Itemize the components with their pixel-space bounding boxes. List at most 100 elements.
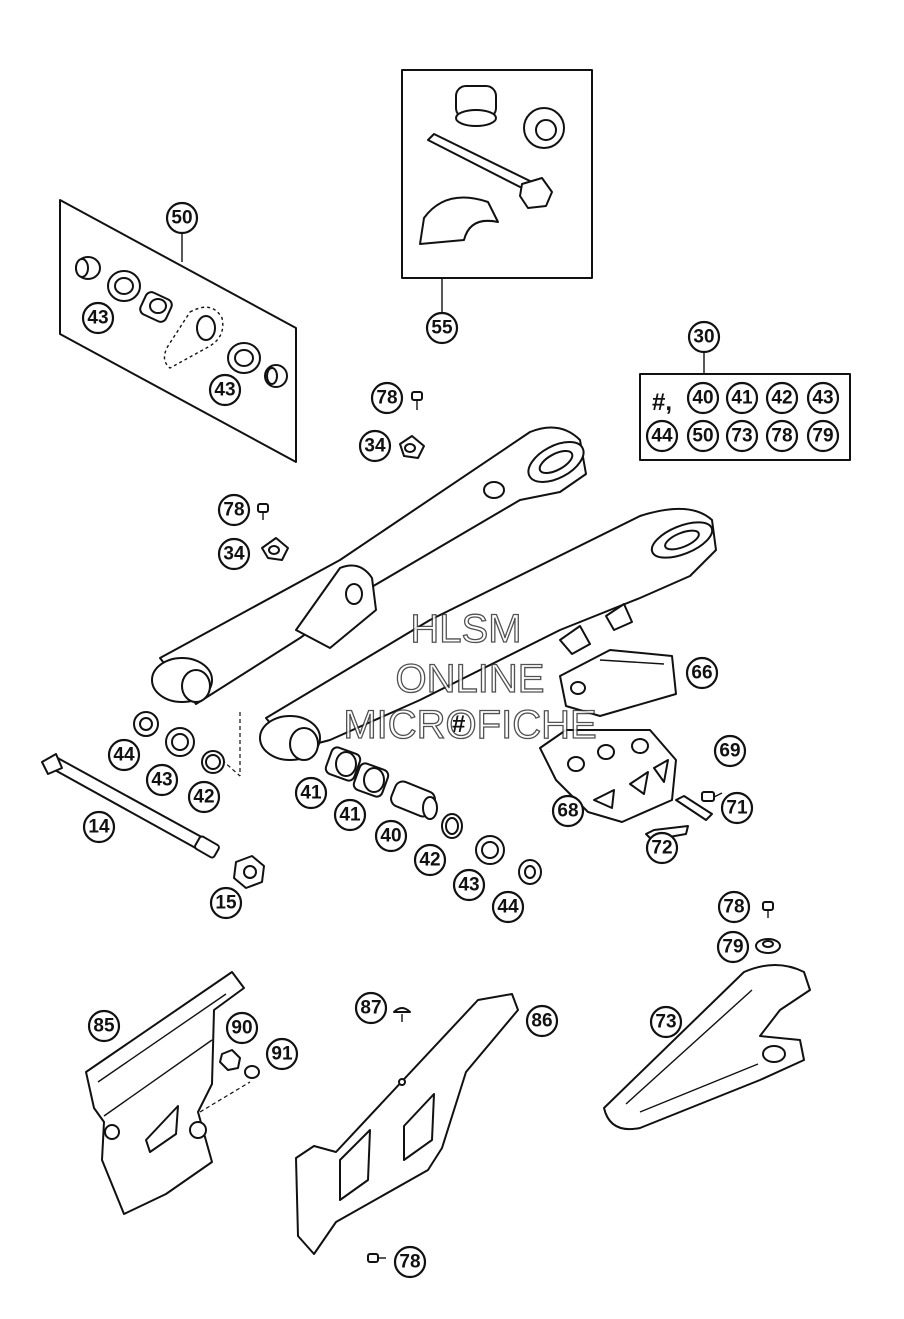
callout-44[interactable]: 44 <box>491 890 525 924</box>
svg-text:78: 78 <box>723 897 744 918</box>
callout-14[interactable]: 14 <box>82 810 116 844</box>
callout-43[interactable]: 43 <box>81 301 115 335</box>
svg-text:50: 50 <box>171 208 192 229</box>
svg-text:73: 73 <box>731 426 752 447</box>
svg-text:43: 43 <box>214 380 235 401</box>
kit-item-79[interactable]: 79 <box>806 419 840 453</box>
screw-69 <box>701 791 723 802</box>
pivot-bolt <box>427 133 553 209</box>
callout-41[interactable]: 41 <box>333 798 367 832</box>
svg-text:ONLINE: ONLINE <box>396 657 545 701</box>
guard-dashed-line <box>199 1081 251 1113</box>
pivot-bolt-kit-55-box <box>401 69 593 312</box>
callout-42[interactable]: 42 <box>187 780 221 814</box>
callout-78[interactable]: 78 <box>717 890 751 924</box>
svg-text:72: 72 <box>651 838 672 859</box>
seal-44 <box>518 859 542 885</box>
svg-text:43: 43 <box>151 770 172 791</box>
bushing-40 <box>390 780 438 820</box>
callout-73[interactable]: 73 <box>649 1005 683 1039</box>
bolt-71 <box>675 795 713 821</box>
callout-68[interactable]: 68 <box>551 794 585 828</box>
callout-43[interactable]: 43 <box>145 763 179 797</box>
washer-42 <box>441 813 463 839</box>
callout-78[interactable]: 78 <box>217 493 251 527</box>
svg-text:41: 41 <box>300 783 322 804</box>
callout-42[interactable]: 42 <box>413 843 447 877</box>
callout-79[interactable]: 79 <box>716 930 750 964</box>
callout-34[interactable]: 34 <box>358 429 392 463</box>
callout-86[interactable]: 86 <box>525 1004 559 1038</box>
callout-69[interactable]: 69 <box>713 734 747 768</box>
chain-slider-73 <box>603 964 811 1130</box>
callout-78[interactable]: 78 <box>370 381 404 415</box>
callout-71[interactable]: 71 <box>720 791 754 825</box>
svg-text:86: 86 <box>531 1011 552 1032</box>
swingarm-kit-30-box: #, 40 41 42 43 44 50 73 78 79 <box>639 352 851 461</box>
svg-text:78: 78 <box>376 388 397 409</box>
watermark: HLSM ONLINE MICROFICHE <box>343 606 598 747</box>
kit-item-44[interactable]: 44 <box>645 419 679 453</box>
clip-34 <box>399 435 425 459</box>
kit-item-50[interactable]: 50 <box>686 419 720 453</box>
seal-cap <box>523 107 565 149</box>
svg-text:69: 69 <box>719 741 740 762</box>
svg-text:42: 42 <box>771 388 792 409</box>
callout-78[interactable]: 78 <box>393 1245 427 1279</box>
callout-91[interactable]: 91 <box>265 1037 299 1071</box>
callout-15[interactable]: 15 <box>209 886 243 920</box>
svg-text:41: 41 <box>339 805 361 826</box>
callout-55[interactable]: 55 <box>425 311 459 345</box>
callout-30[interactable]: 30 <box>687 320 721 354</box>
svg-text:44: 44 <box>651 426 673 447</box>
swingarm-pivot-sketch <box>163 306 224 369</box>
callout-40[interactable]: 40 <box>374 819 408 853</box>
svg-text:50: 50 <box>692 426 713 447</box>
frame-guard-86 <box>295 993 519 1255</box>
svg-text:40: 40 <box>692 388 713 409</box>
kit-prefix-mark: #, <box>652 389 672 416</box>
callout-34[interactable]: 34 <box>217 537 251 571</box>
callout-44[interactable]: 44 <box>107 738 141 772</box>
svg-text:41: 41 <box>731 388 753 409</box>
bearing-ring <box>227 342 261 374</box>
svg-text:43: 43 <box>458 875 479 896</box>
seal-ring <box>264 364 288 388</box>
svg-text:55: 55 <box>431 318 453 339</box>
callout-90[interactable]: 90 <box>225 1011 259 1045</box>
washer-91 <box>244 1065 260 1079</box>
callout-41[interactable]: 41 <box>294 776 328 810</box>
spacer-bushing <box>455 85 497 127</box>
swingarm: # <box>151 426 717 761</box>
washer-42 <box>201 750 225 774</box>
svg-text:34: 34 <box>223 544 245 565</box>
screw-78 <box>762 901 774 918</box>
svg-text:43: 43 <box>812 388 833 409</box>
clip-34 <box>261 537 289 561</box>
kit-item-73[interactable]: 73 <box>725 419 759 453</box>
needle-bearing <box>139 291 173 323</box>
kit-item-40[interactable]: 40 <box>686 381 720 415</box>
bearing-43 <box>165 727 195 757</box>
svg-text:40: 40 <box>380 826 401 847</box>
needle-bearing-41 <box>352 762 390 798</box>
svg-text:85: 85 <box>93 1016 115 1037</box>
bearing-ring <box>107 270 141 302</box>
kit-item-78[interactable]: 78 <box>765 419 799 453</box>
svg-text:14: 14 <box>88 817 110 838</box>
callout-43[interactable]: 43 <box>208 373 242 407</box>
callout-87[interactable]: 87 <box>354 991 388 1025</box>
kit-item-41[interactable]: 41 <box>725 381 759 415</box>
svg-text:44: 44 <box>113 745 135 766</box>
callout-50[interactable]: 50 <box>165 201 199 235</box>
svg-text:43: 43 <box>87 308 108 329</box>
callout-72[interactable]: 72 <box>645 831 679 865</box>
callout-85[interactable]: 85 <box>87 1009 121 1043</box>
svg-text:42: 42 <box>193 787 214 808</box>
screw-78 <box>411 391 423 410</box>
callout-43[interactable]: 43 <box>452 868 486 902</box>
kit-item-43[interactable]: 43 <box>806 381 840 415</box>
kit-item-42[interactable]: 42 <box>765 381 799 415</box>
callout-66[interactable]: 66 <box>685 656 719 690</box>
